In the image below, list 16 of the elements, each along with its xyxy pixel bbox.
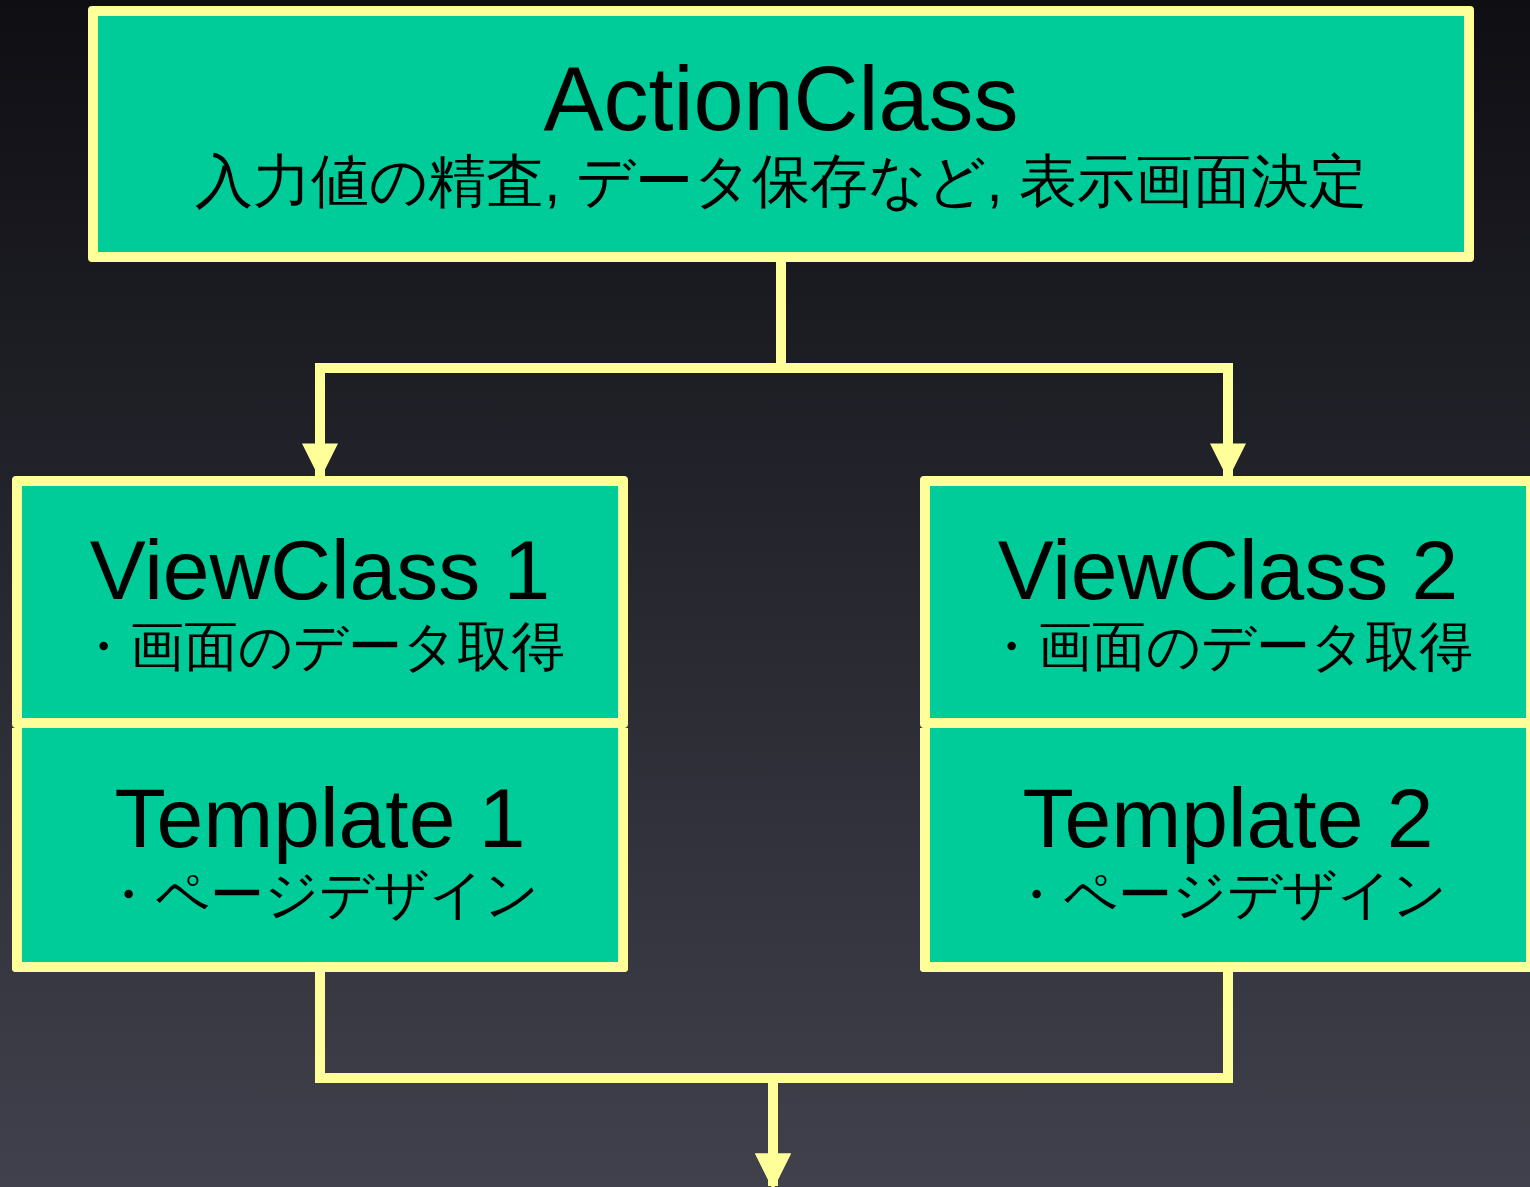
class-box: [88, 6, 1474, 262]
box-description: ・画面のデータ取得: [75, 614, 565, 678]
box-title: Template 1: [114, 773, 526, 862]
box-title: ViewClass 1: [89, 525, 551, 614]
box-description: 入力値の精査, データ保存など, 表示画面決定: [195, 147, 1367, 216]
box-description: ・ページデザイン: [1009, 863, 1447, 926]
box-title: ActionClass: [543, 51, 1019, 147]
box-description: ・画面のデータ取得: [983, 614, 1473, 678]
arrow: [755, 972, 1233, 1187]
component-box: [12, 476, 628, 728]
box-description: ・ページデザイン: [101, 863, 539, 926]
component-box: [12, 728, 628, 972]
component-box: [920, 728, 1530, 972]
component-box: [920, 476, 1530, 728]
box-title: ViewClass 2: [997, 525, 1459, 614]
box-title: Template 2: [1022, 773, 1434, 862]
